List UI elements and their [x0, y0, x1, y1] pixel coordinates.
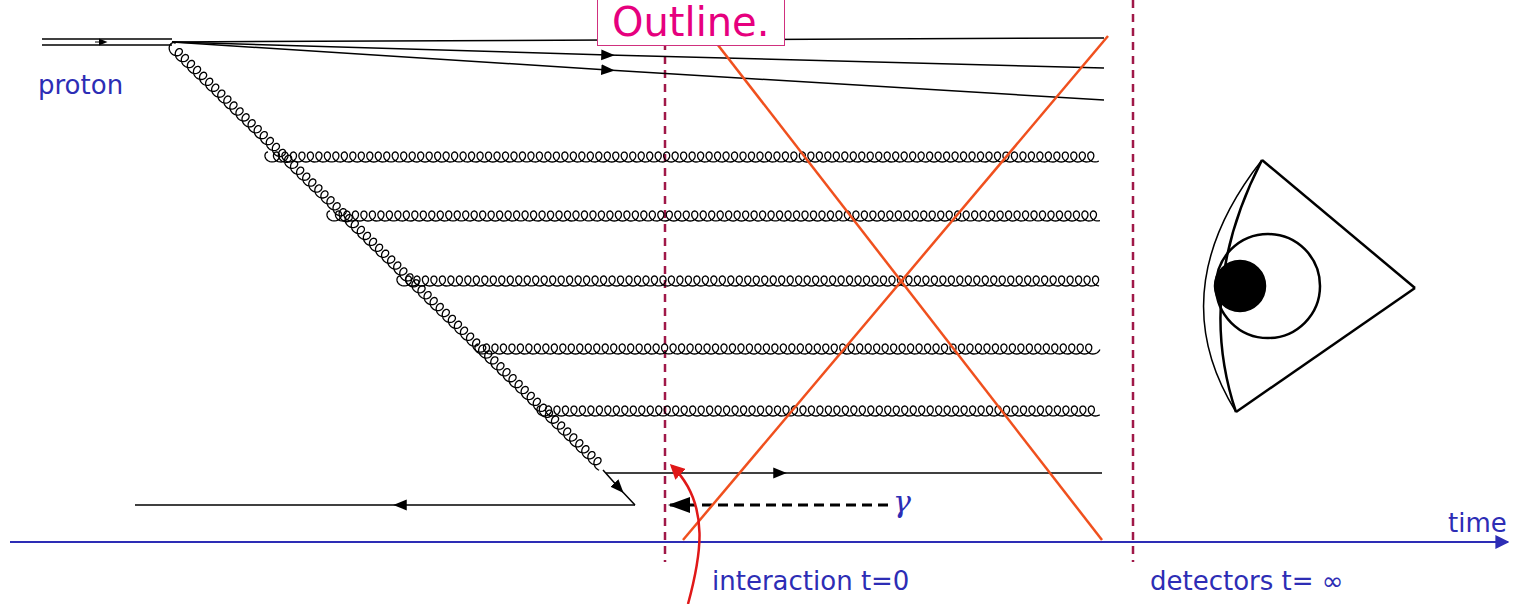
quark-line — [603, 470, 635, 505]
gluon-line — [169, 43, 601, 471]
title-text: Outline. — [612, 0, 770, 45]
quark-line — [172, 42, 1104, 100]
proton-arrow — [95, 42, 103, 43]
photon-line — [668, 504, 888, 507]
cross-line — [683, 36, 1108, 540]
gluon-group — [169, 43, 1100, 471]
time-marker-label: detectors t= ∞ — [1150, 566, 1344, 596]
curved-arrow — [672, 466, 700, 604]
axis-label: time — [1448, 508, 1507, 538]
photon-arrowhead — [668, 497, 690, 513]
time-axis — [10, 541, 1508, 543]
gluon-line — [475, 344, 1100, 354]
title-box: Outline. — [597, 0, 785, 46]
photon-symbol: γ — [893, 487, 911, 517]
proton-line — [42, 44, 172, 46]
gluon-line — [397, 276, 1099, 286]
gluon-line — [537, 406, 1100, 416]
gluon-line — [265, 152, 1099, 162]
cross-line — [683, 0, 1102, 540]
proton-line — [42, 38, 172, 40]
detector-line — [1132, 0, 1135, 562]
gluon-line — [327, 211, 1100, 221]
eye-symbol — [1204, 160, 1415, 412]
particle-label: proton — [38, 70, 123, 100]
time-marker-label: interaction t=0 — [712, 566, 909, 596]
quark-line — [135, 504, 635, 506]
